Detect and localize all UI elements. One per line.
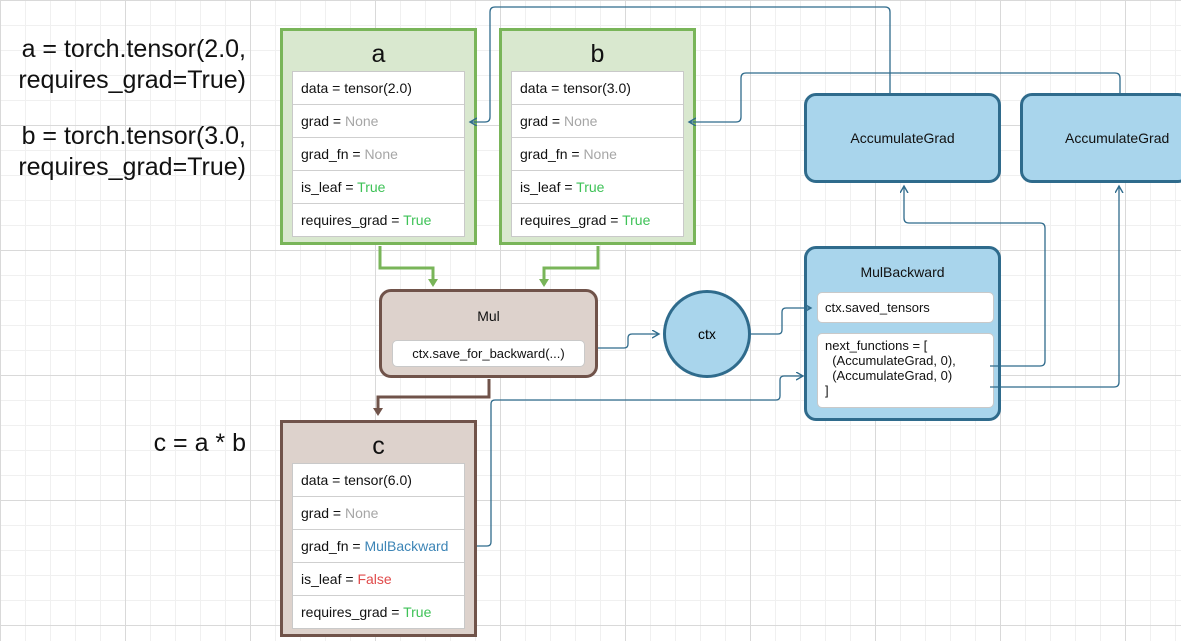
row-value: True bbox=[403, 604, 432, 620]
row-key: grad_fn = bbox=[520, 146, 584, 162]
row-value: True bbox=[576, 179, 605, 195]
tensor-a-is-leaf-row: is_leaf = True bbox=[293, 171, 464, 204]
mul-backward-node[interactable]: MulBackward ctx.saved_tensors next_funct… bbox=[804, 246, 1001, 421]
tensor-a-grad-row: grad = None bbox=[293, 105, 464, 138]
tensor-a-requires-grad-row: requires_grad = True bbox=[293, 204, 464, 236]
tensor-a-node[interactable]: a data = tensor(2.0) grad = None grad_fn… bbox=[280, 28, 477, 245]
row-key: requires_grad = bbox=[301, 604, 404, 620]
accumulate-grad-node-a[interactable]: AccumulateGrad bbox=[804, 93, 1001, 183]
tensor-a-data-row: data = tensor(2.0) bbox=[293, 72, 464, 105]
tensor-b-grad-fn-row: grad_fn = None bbox=[512, 138, 683, 171]
code-line-b: b = torch.tensor(3.0, requires_grad=True… bbox=[18, 122, 246, 181]
row-value: None bbox=[563, 113, 598, 129]
tensor-c-attributes: data = tensor(6.0) grad = None grad_fn =… bbox=[292, 463, 465, 629]
tensor-a-attributes: data = tensor(2.0) grad = None grad_fn =… bbox=[292, 71, 465, 237]
tensor-b-node[interactable]: b data = tensor(3.0) grad = None grad_fn… bbox=[499, 28, 696, 245]
tensor-c-data-row: data = tensor(6.0) bbox=[293, 464, 464, 497]
ctx-node[interactable]: ctx bbox=[663, 290, 751, 378]
next-functions-field: next_functions = [ (AccumulateGrad, 0), … bbox=[817, 333, 994, 408]
tensor-a-title: a bbox=[371, 40, 386, 68]
tensor-a-grad-fn-row: grad_fn = None bbox=[293, 138, 464, 171]
row-value: True bbox=[403, 212, 432, 228]
row-key: grad = bbox=[301, 505, 345, 521]
row-value: True bbox=[357, 179, 386, 195]
mul-backward-title: MulBackward bbox=[860, 264, 945, 280]
row-value: MulBackward bbox=[364, 538, 449, 554]
tensor-c-is-leaf-row: is_leaf = False bbox=[293, 563, 464, 596]
row-key: is_leaf = bbox=[301, 179, 358, 195]
row-value: tensor(2.0) bbox=[344, 80, 412, 96]
row-value: tensor(6.0) bbox=[344, 472, 412, 488]
row-key: requires_grad = bbox=[520, 212, 623, 228]
tensor-b-is-leaf-row: is_leaf = True bbox=[512, 171, 683, 204]
tensor-b-title: b bbox=[590, 40, 605, 68]
edge-next-fn-to-accumulate-right bbox=[990, 187, 1119, 388]
row-key: grad_fn = bbox=[301, 538, 365, 554]
row-value: None bbox=[364, 146, 398, 162]
row-value: None bbox=[344, 505, 379, 521]
tensor-b-attributes: data = tensor(3.0) grad = None grad_fn =… bbox=[511, 71, 684, 237]
edge-ctx-to-saved-tensors bbox=[750, 308, 810, 335]
row-key: grad = bbox=[301, 113, 345, 129]
save-for-backward-call: ctx.save_for_backward(...) bbox=[392, 340, 585, 367]
code-line-c: c = a * b bbox=[153, 429, 246, 457]
mul-op-title: Mul bbox=[477, 308, 500, 324]
row-key: data = bbox=[301, 80, 345, 96]
row-key: requires_grad = bbox=[301, 212, 404, 228]
row-value: True bbox=[622, 212, 651, 228]
tensor-c-title: c bbox=[372, 432, 385, 460]
tensor-c-node[interactable]: c data = tensor(6.0) grad = None grad_fn… bbox=[280, 420, 477, 637]
accumulate-grad-node-b[interactable]: AccumulateGrad bbox=[1020, 93, 1181, 183]
tensor-b-grad-row: grad = None bbox=[512, 105, 683, 138]
row-key: is_leaf = bbox=[301, 571, 358, 587]
edge-grad-fn-to-mul-backward bbox=[477, 376, 802, 547]
row-value: False bbox=[357, 571, 392, 587]
row-value: tensor(3.0) bbox=[563, 80, 631, 96]
tensor-b-data-row: data = tensor(3.0) bbox=[512, 72, 683, 105]
saved-tensors-field: ctx.saved_tensors bbox=[817, 292, 994, 323]
edge-a-to-mul bbox=[378, 246, 438, 287]
tensor-c-grad-fn-row: grad_fn = MulBackward bbox=[293, 530, 464, 563]
tensor-c-grad-row: grad = None bbox=[293, 497, 464, 530]
row-key: data = bbox=[301, 472, 345, 488]
mul-op-node[interactable]: Mul ctx.save_for_backward(...) bbox=[379, 289, 598, 378]
edge-b-to-mul bbox=[539, 246, 600, 287]
edge-save-to-ctx bbox=[598, 334, 658, 349]
code-line-a: a = torch.tensor(2.0, requires_grad=True… bbox=[18, 35, 246, 94]
row-key: data = bbox=[520, 80, 564, 96]
tensor-c-requires-grad-row: requires_grad = True bbox=[293, 596, 464, 628]
row-key: grad = bbox=[520, 113, 564, 129]
row-key: is_leaf = bbox=[520, 179, 577, 195]
row-value: None bbox=[583, 146, 617, 162]
tensor-b-requires-grad-row: requires_grad = True bbox=[512, 204, 683, 236]
row-key: grad_fn = bbox=[301, 146, 365, 162]
row-value: None bbox=[344, 113, 379, 129]
edge-mul-to-c bbox=[373, 379, 491, 416]
